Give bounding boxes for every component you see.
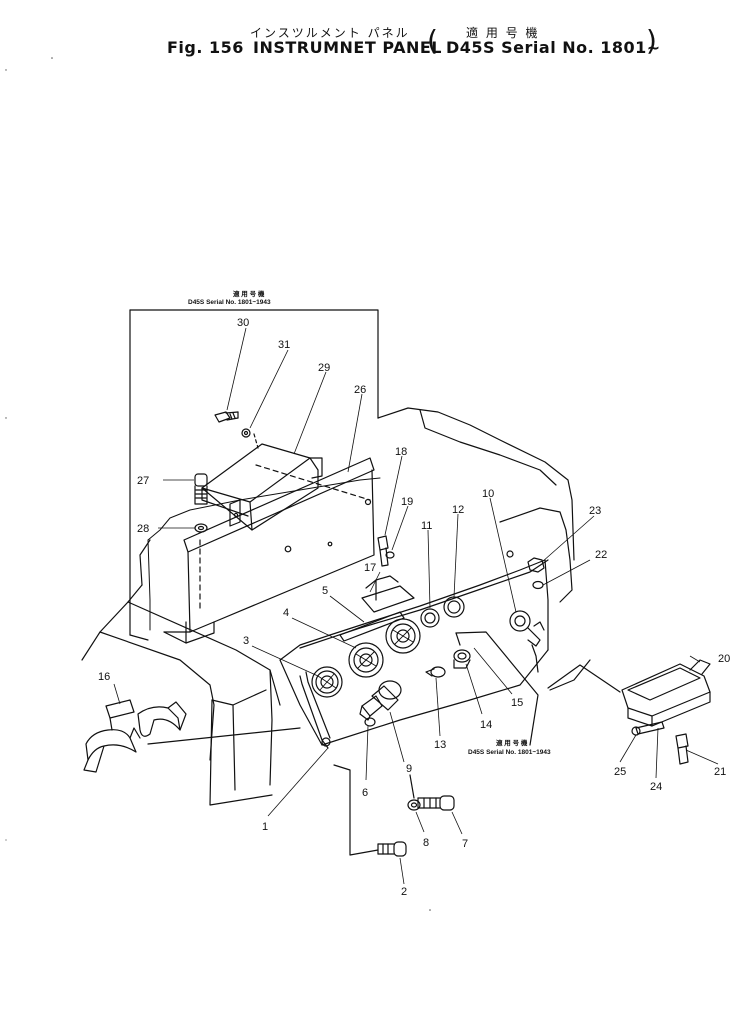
callout-11: 11 <box>421 520 432 532</box>
support-1 <box>299 671 331 749</box>
bolt-2 <box>377 841 407 857</box>
washer-8 <box>407 799 421 811</box>
callout-4: 4 <box>283 607 289 619</box>
inset-frame <box>129 309 379 641</box>
callout-24: 24 <box>650 781 662 793</box>
washer-31 <box>241 428 251 438</box>
nut-23 <box>527 557 545 573</box>
bolt-7 <box>417 795 455 811</box>
switch-note-leader <box>455 631 539 746</box>
screw-21 <box>675 733 689 765</box>
gauge-3 <box>311 666 343 698</box>
callout-18: 18 <box>395 446 407 458</box>
callout-22: 22 <box>595 549 607 561</box>
callout-1: 1 <box>262 821 268 833</box>
open-paren: ( <box>427 24 438 57</box>
callout-27: 27 <box>137 475 149 487</box>
callout-20: 20 <box>718 653 730 665</box>
callout-28: 28 <box>137 523 149 535</box>
leader-lines <box>113 327 719 885</box>
screw-18 <box>377 535 389 567</box>
callout-2: 2 <box>401 886 407 898</box>
callout-9: 9 <box>406 763 412 775</box>
callout-31: 31 <box>278 339 290 351</box>
inset-note-serial: D45S Serial No. 1801~1943 <box>188 299 271 306</box>
callout-25: 25 <box>614 766 626 778</box>
switch-9 <box>359 680 402 721</box>
callout-8: 8 <box>423 837 429 849</box>
dashboard-housing <box>81 407 575 806</box>
jp-applicable-label: 適 用 号 機 <box>466 26 540 40</box>
callout-13: 13 <box>434 739 446 751</box>
lamp-11 <box>420 608 440 628</box>
switch-14 <box>453 649 471 669</box>
callout-7: 7 <box>462 838 468 850</box>
bracket-26 <box>163 457 375 644</box>
close-paren: ) <box>646 24 657 57</box>
callout-19: 19 <box>401 496 413 508</box>
callout-16: 16 <box>98 671 110 683</box>
inset-note-jp: 適 用 号 機 <box>233 289 265 298</box>
figure-title: INSTRUMNET PANEL <box>253 38 442 57</box>
serial-range: D45S Serial No. 1801~ <box>446 38 661 57</box>
washer-28 <box>194 523 208 533</box>
callout-21: 21 <box>714 766 726 778</box>
instrument-panel-plate <box>279 507 591 746</box>
washer-19 <box>385 551 395 559</box>
pin-24 <box>631 721 665 736</box>
wire-5 <box>339 611 405 642</box>
terminal-box-20 <box>621 659 711 727</box>
jp-title: インスツルメント パネル <box>250 26 410 40</box>
callout-6: 6 <box>362 787 368 799</box>
harness-lead <box>547 664 621 693</box>
lamp-12 <box>443 596 465 618</box>
gauge-4 <box>348 642 384 678</box>
figure-number: Fig. 156 <box>167 38 244 57</box>
relay-box-29 <box>201 443 323 531</box>
clip-6 <box>364 717 376 727</box>
callout-5: 5 <box>322 585 328 597</box>
switch-13 <box>425 666 446 678</box>
callout-23: 23 <box>589 505 601 517</box>
callout-10: 10 <box>482 488 494 500</box>
scan-specks <box>5 57 431 911</box>
callout-15: 15 <box>511 697 523 709</box>
hose-clamp-16 <box>83 699 301 773</box>
bolt-27 <box>194 473 208 505</box>
callout-26: 26 <box>354 384 366 396</box>
washer-22 <box>532 580 544 590</box>
switch-note-jp: 適 用 号 機 <box>496 738 528 747</box>
switch-note-serial: D45S Serial No. 1801~1943 <box>468 749 551 756</box>
callout-29: 29 <box>318 362 330 374</box>
key-switch-10 <box>509 610 545 673</box>
callout-30: 30 <box>237 317 249 329</box>
callout-numbers: 30 31 29 26 27 28 18 19 11 12 10 23 22 2… <box>98 317 730 898</box>
callout-17: 17 <box>364 562 376 574</box>
gauge-5 <box>385 618 421 654</box>
screw-30 <box>214 411 239 423</box>
cover-plate-17 <box>361 575 415 613</box>
callout-12: 12 <box>452 504 464 516</box>
callout-14: 14 <box>480 719 492 731</box>
callout-3: 3 <box>243 635 249 647</box>
